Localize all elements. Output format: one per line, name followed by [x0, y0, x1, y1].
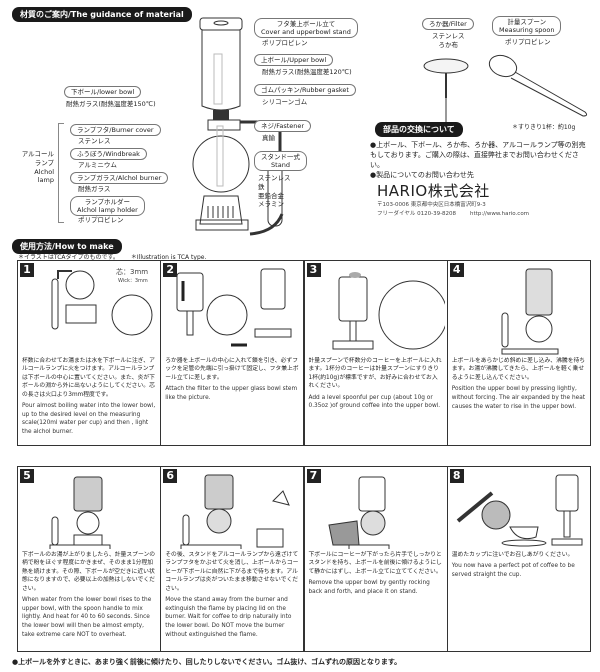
step-number: 7 [306, 469, 321, 483]
material-lamp-holder: ポリプロピレン [78, 216, 124, 224]
step-text-en: You now have a perfect pot of coffee to … [451, 563, 575, 579]
company-url[interactable]: http://www.hario.com [470, 211, 530, 218]
step-number: 8 [449, 469, 464, 483]
replacement-text: ●上ボール、下ボール、ろか布、ろか器、アルコールランプ等の別売もしております。ご… [370, 141, 586, 169]
step-illustration [51, 270, 153, 336]
step-text: 下ボールにコーヒーが下がったら片手でしっかりとスタンドを持ち、上ボールを前後に傾… [309, 551, 443, 597]
spoon-note: ＊すりきり1杯：約10g [512, 124, 576, 131]
step-3: 3 計量スプーンで杯数分のコーヒーを上ボールに入れます。1杯分のコーヒーは計量ス… [303, 260, 448, 446]
label-filter: ろか器/Filter [422, 18, 474, 31]
label-lower-bowl: 下ボール/lower bowl [64, 86, 142, 99]
step-text-jp: その後、スタンドをアルコールランプから遠ざけてランプフタをかぶせて火を消し、上ボ… [165, 552, 299, 592]
step-number: 4 [449, 263, 464, 277]
label-stand: スタンド一式 Stand [254, 151, 307, 172]
step-text-en: Remove the upper bowl by gently rocking … [308, 580, 430, 595]
label-cover-text: フタ兼上ボール立て Cover and upperbowl stand [261, 20, 351, 37]
label-lamp-holder: ランプホルダー Alchol lamp holder [70, 196, 145, 217]
wick-length-en: Wick：3mm [118, 278, 148, 284]
step-1: 1 杯数に合わせてお湯または水を下ボールに注ぎ、アルコールランプに火をつけます。… [17, 260, 161, 446]
material-fastener: 真鍮 [262, 134, 275, 142]
material-spoon: ポリプロピレン [505, 38, 551, 46]
step-text: 上ボールをあらかじめ斜めに差し込み、沸騰を待ちます。お湯が沸騰してきたら、上ボー… [452, 357, 586, 411]
step-text-jp: 温めたカップに注いでお召しあがりください。 [451, 552, 574, 558]
how-to-title: 使用方法/How to make [12, 239, 122, 254]
step-illustration [176, 268, 292, 347]
step-illustration [332, 272, 445, 350]
company-name: HARIO株式会社 [377, 182, 490, 201]
step-number: 2 [163, 263, 178, 277]
material-filter: ステンレス ろか布 [432, 32, 465, 49]
material-windbreak: アルミニウム [78, 161, 117, 169]
alcohol-lamp-group-label: アルコール ランプ Alchol lamp [21, 150, 54, 185]
step-illustration [501, 268, 559, 355]
material-cover: ポリプロピレン [262, 39, 308, 47]
material-stand: ステンレス 鉄 亜鉛合金 メラミン [258, 174, 291, 209]
filter-illustration [423, 58, 469, 129]
step-illustration [49, 476, 111, 549]
step-2: 2 ろか器を上ボールの中心に入れて鎖を引き、必ずフックを足管の先端に引っ掛けて固… [160, 260, 305, 446]
label-burner-cover: ランプフタ/Burner cover [70, 124, 161, 137]
step-text-jp: 下ボールにコーヒーが下がったら片手でしっかりとスタンドを持ち、上ボールを前後に傾… [308, 552, 442, 575]
materials-title: 材質のご案内/The guidance of material [12, 7, 192, 22]
step-number: 1 [20, 263, 34, 277]
step-8: 8 温めたカップに注いでお召しあがりください。 You now have a p… [446, 466, 591, 652]
step-text: ろか器を上ボールの中心に入れて鎖を引き、必ずフックを足管の先端に引っ掛けて固定し… [165, 357, 299, 403]
step-text-jp: 上ボールをあらかじめ斜めに差し込み、沸騰を待ちます。お湯が沸騰してきたら、上ボー… [451, 358, 586, 381]
footer-note: ●上ボールを外すときに、あまり強く前後に傾けたり、回したりしないでください。ゴム… [12, 658, 402, 666]
illustration-notes: ＊イラストはTCAタイプのものです。 ＊Illustration is TCA … [18, 252, 206, 261]
contact-heading: ●製品についてのお問い合わせ先 [370, 171, 474, 180]
step-text: 下ボールのお湯が上がりましたら、計量スプーンの柄で粉をほぐす程度にかきまぜ、その… [22, 551, 156, 639]
label-alchol-burner: ランプガラス/Alchol burner [70, 172, 169, 185]
illustration-note-jp: ＊イラストはTCAタイプのものです。 [18, 254, 119, 261]
step-text-en: When water from the lower bowl rises to … [22, 596, 152, 638]
illustration-note-en: ＊Illustration is TCA type. [130, 254, 207, 261]
step-text-en: Pour almost boiling water into the lower… [22, 402, 156, 436]
material-gasket: シリコーンゴム [262, 98, 308, 106]
replacement-block: ●上ボール、下ボール、ろか布、ろか器、アルコールランプ等の別売もしております。ご… [370, 141, 592, 219]
company-phone: フリーダイヤル 0120-39-8208 [377, 211, 457, 218]
step-text-jp: ろか器を上ボールの中心に入れて鎖を引き、必ずフックを足管の先端に引っ掛けて固定し… [165, 358, 299, 381]
step-illustration [327, 476, 389, 549]
step-illustration [180, 474, 291, 549]
spoon-illustration [488, 54, 588, 117]
step-text-jp: 下ボールのお湯が上がりましたら、計量スプーンの柄で粉をほぐす程度にかきまぜ、その… [22, 552, 156, 592]
step-text: 杯数に合わせてお湯または水を下ボールに注ぎ、アルコールランプに火をつけます。アル… [22, 357, 156, 437]
label-windbreak: ふうぼう/Windbreak [70, 148, 147, 161]
step-text-jp: 杯数に合わせてお湯または水を下ボールに注ぎ、アルコールランプに火をつけます。アル… [22, 358, 155, 398]
step-text: 温めたカップに注いでお召しあがりください。 You now have a per… [452, 551, 586, 580]
step-text-en: Move the stand away from the burner and … [165, 596, 292, 638]
label-cover: フタ兼上ボール立て Cover and upperbowl stand [254, 18, 358, 39]
step-6: 6 その後、スタンドをアルコールランプから遠ざけてランプフタをかぶせて火を消し、… [160, 466, 305, 652]
step-4: 4 上ボールをあらかじめ斜めに差し込み、沸騰を待ちます。お湯が沸騰してきたら、上… [446, 260, 591, 446]
company-address: 〒103-0006 東京都中央区日本橋富沢町9-3 [377, 202, 486, 209]
step-text-en: Add a level spoonful per cup (about 10g … [308, 394, 441, 410]
material-alchol-burner: 耐熱ガラス [78, 185, 111, 193]
step-text-en: Position the upper bowl by pressing ligh… [451, 386, 586, 410]
step-text-en: Attach the filter to the upper glass bow… [165, 386, 298, 401]
step-number: 3 [306, 263, 321, 277]
step-text-jp: 計量スプーンで杯数分のコーヒーを上ボールに入れます。1杯分のコーヒーは計量スプー… [308, 358, 442, 390]
material-upper-bowl: 耐熱ガラス(耐熱温度差120℃) [262, 68, 352, 76]
step-illustration [456, 474, 583, 547]
wick-length-jp: 芯：3mm [116, 268, 149, 276]
step-text: 計量スプーンで杯数分のコーヒーを上ボールに入れます。1杯分のコーヒーは計量スプー… [309, 357, 443, 411]
step-number: 5 [20, 469, 34, 483]
material-lower-bowl: 耐熱ガラス(耐熱温度差150℃) [66, 100, 156, 108]
label-spoon: 計量スプーン Measuring spoon [492, 16, 562, 37]
label-gasket: ゴムパッキン/Rubber gasket [254, 84, 356, 97]
step-5: 5 下ボールのお湯が上がりましたら、計量スプーンの柄で粉をほぐす程度にかきまぜ、… [17, 466, 161, 652]
step-number: 6 [163, 469, 178, 483]
step-7: 7 下ボールにコーヒーが下がったら片手でしっかりとスタンドを持ち、上ボールを前後… [303, 466, 448, 652]
label-fastener: ネジ/Fastener [254, 120, 312, 133]
siphon-illustration [192, 17, 284, 236]
replacement-title: 部品の交換について [375, 122, 463, 137]
lamp-bracket [58, 123, 64, 223]
step-text: その後、スタンドをアルコールランプから遠ざけてランプフタをかぶせて火を消し、上ボ… [165, 551, 299, 639]
label-upper-bowl: 上ボール/Upper bowl [254, 54, 334, 67]
material-burner-cover: ステンレス [78, 137, 111, 145]
